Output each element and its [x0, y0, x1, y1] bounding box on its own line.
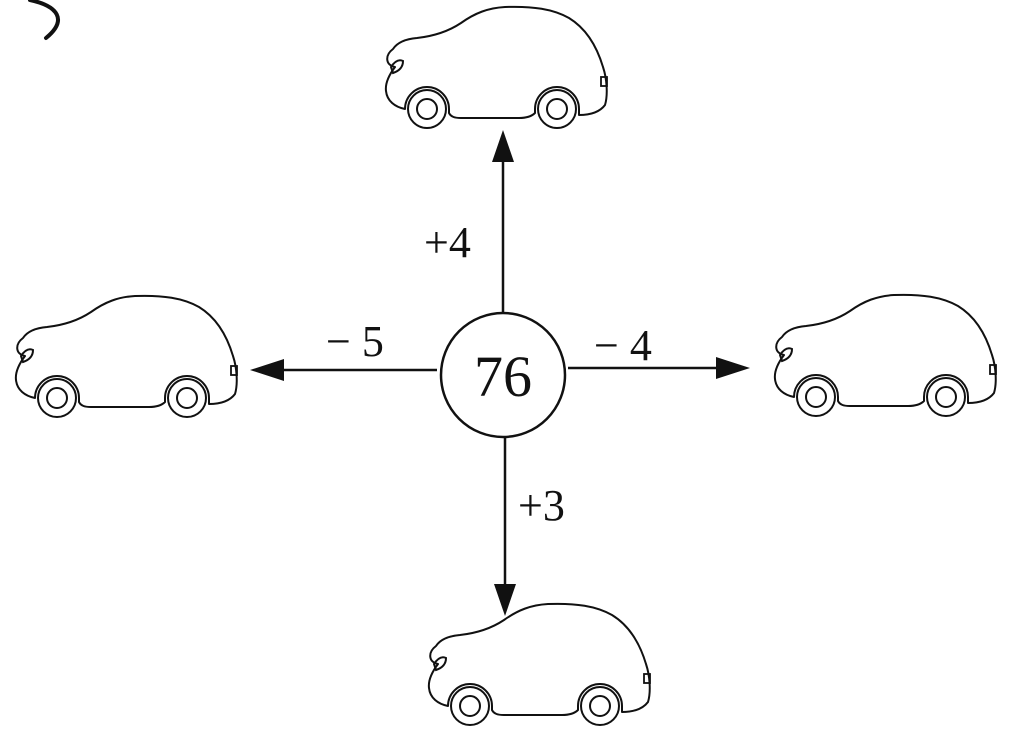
arrow-left: [250, 359, 437, 381]
center-node: 76: [439, 311, 567, 439]
arrow-right: [568, 357, 750, 379]
car-icon-right: [773, 293, 997, 417]
label-right: − 4: [594, 321, 652, 370]
car-icon-top: [384, 5, 608, 130]
center-value: 76: [474, 344, 532, 409]
car-icon-left: [14, 294, 238, 418]
car-icon-bottom: [427, 602, 651, 726]
arrow-down: [494, 436, 516, 616]
label-left: − 5: [326, 317, 384, 366]
label-down: +3: [518, 481, 565, 530]
arrow-up: [492, 130, 514, 312]
label-up: +4: [424, 218, 471, 267]
corner-stroke-mark: [28, 0, 60, 40]
